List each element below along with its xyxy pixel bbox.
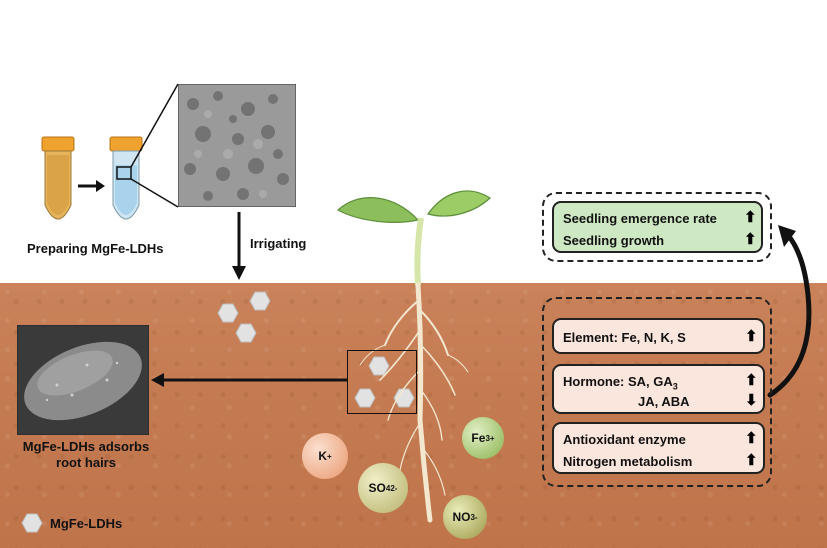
hormone-line2: JA, ABA xyxy=(638,394,690,409)
root-zoom-box xyxy=(347,350,417,414)
irrigating-label: Irrigating xyxy=(250,236,307,251)
ldh-hexagon xyxy=(217,303,239,323)
ion-so4-sub: 4 xyxy=(385,483,391,493)
ion-k-base: K xyxy=(318,449,327,463)
hormone-line1-text: Hormone: SA, GA xyxy=(563,374,673,389)
ion-so4-charge: 2- xyxy=(390,483,398,493)
ion-k-charge: + xyxy=(327,451,332,461)
ion-no3-sub: 3 xyxy=(470,512,475,522)
hormone-line1-sub: 3 xyxy=(672,381,678,392)
ion-fe-base: Fe xyxy=(471,431,486,445)
emergence-up-arrow: ⬆ xyxy=(744,209,757,226)
outcome-box-outer xyxy=(542,192,772,262)
emergence-text: Seedling emergence rate xyxy=(563,211,717,226)
legend-label: MgFe-LDHs xyxy=(50,516,123,531)
element-text: Element: Fe, N, K, S xyxy=(563,330,686,345)
growth-text: Seedling growth xyxy=(563,233,665,248)
growth-up-arrow: ⬆ xyxy=(744,231,757,248)
ldh-hexagon xyxy=(249,291,271,311)
enzyme-box: Antioxidant enzyme ⬆ Nitrogen metabolism… xyxy=(552,422,765,474)
adsorbs-label-line1: MgFe-LDHs adsorbs xyxy=(22,439,150,454)
feedback-arrow xyxy=(767,225,812,398)
irrigating-arrow xyxy=(232,212,246,280)
element-box: Element: Fe, N, K, S ⬆ xyxy=(552,318,765,354)
adsorbs-label-line2: root hairs xyxy=(56,455,116,470)
outcome-box: Seedling emergence rate ⬆ Seedling growt… xyxy=(552,201,763,253)
tube-blue xyxy=(109,136,143,220)
nitrogen-text: Nitrogen metabolism xyxy=(563,454,693,469)
antioxidant-up-arrow: ⬆ xyxy=(745,430,758,447)
tube-orange xyxy=(41,136,75,220)
hormone-down-arrow: ⬇ xyxy=(745,392,758,409)
hormone-line1: Hormone: SA, GA3 xyxy=(563,374,678,392)
hormone-box: Hormone: SA, GA3 JA, ABA ⬆ ⬇ xyxy=(552,364,765,414)
element-up-arrow: ⬆ xyxy=(745,328,758,345)
sem-image xyxy=(17,325,149,435)
ion-k: K+ xyxy=(302,433,348,479)
ion-so4-base: SO xyxy=(368,481,386,495)
legend-hexagon xyxy=(21,513,43,533)
preparing-label: Preparing MgFe-LDHs xyxy=(27,241,164,256)
hormone-up-arrow: ⬆ xyxy=(745,372,758,389)
ldh-hexagon xyxy=(393,388,415,408)
ion-fe-charge: 3+ xyxy=(485,433,495,443)
ldh-hexagon xyxy=(368,356,390,376)
ldh-hexagon xyxy=(235,323,257,343)
ldh-hexagon xyxy=(354,388,376,408)
ion-no3-base: NO xyxy=(452,510,471,524)
prep-arrow xyxy=(78,180,105,192)
sem-arrow xyxy=(151,373,348,387)
nitrogen-up-arrow: ⬆ xyxy=(745,452,758,469)
adsorbs-label: MgFe-LDHs adsorbs root hairs xyxy=(14,439,158,471)
effects-box-outer xyxy=(542,297,772,487)
ion-no3-charge: - xyxy=(474,512,478,522)
tem-image xyxy=(178,84,296,207)
antioxidant-text: Antioxidant enzyme xyxy=(563,432,686,447)
